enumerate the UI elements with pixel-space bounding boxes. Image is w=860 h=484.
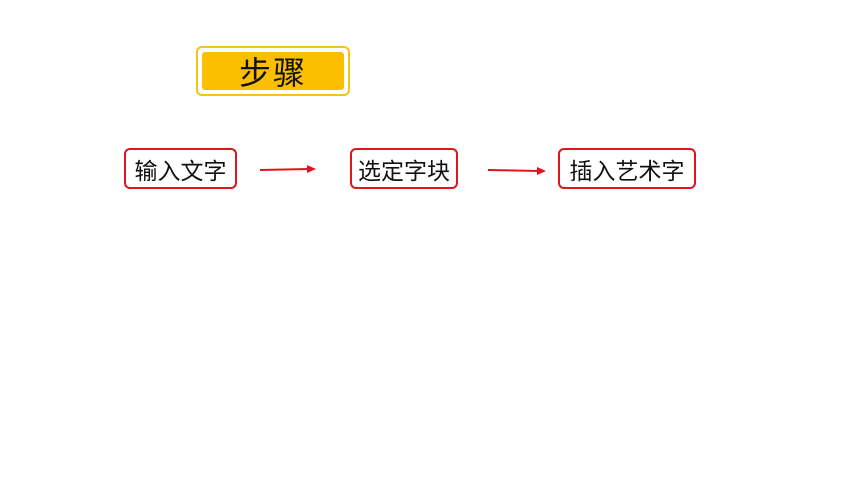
arrow-2 <box>487 167 546 175</box>
title-box: 步骤 <box>196 46 350 96</box>
step-box-input-text: 输入文字 <box>124 148 237 189</box>
page-title: 步骤 <box>202 52 344 92</box>
step-box-select-text-block: 选定字块 <box>350 148 458 189</box>
arrow-1 <box>259 165 316 173</box>
step-box-insert-wordart: 插入艺术字 <box>558 148 696 189</box>
